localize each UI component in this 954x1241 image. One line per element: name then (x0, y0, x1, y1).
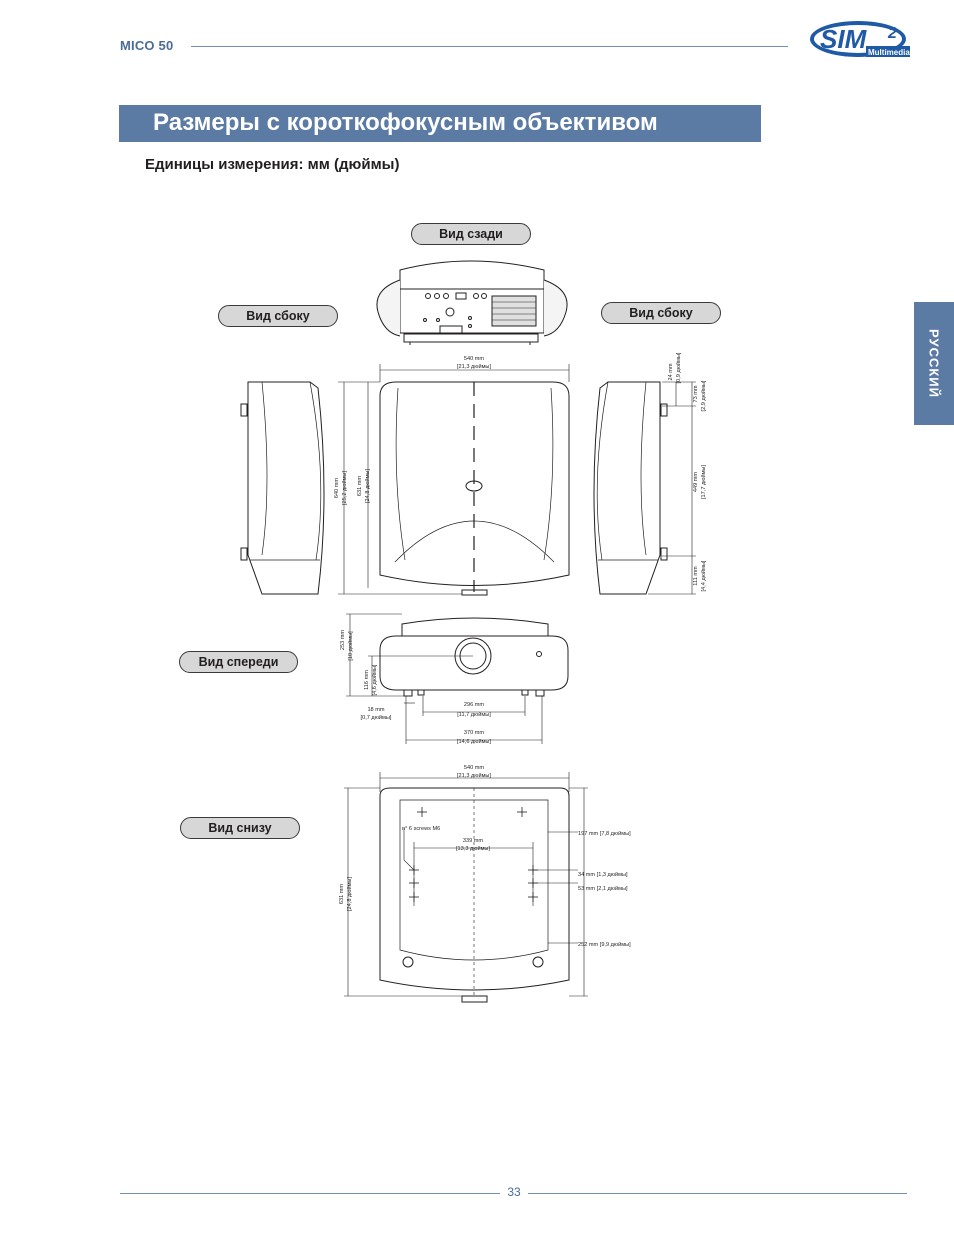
dim-feet-span-mm: 296 mm (464, 702, 485, 708)
bottom-view-label: Вид снизу (180, 817, 300, 839)
footer-divider-left (120, 1193, 500, 1194)
rear-view-drawing (376, 260, 568, 345)
dim-r3-mm: 449 mm (693, 472, 699, 493)
header-model-name: MICO 50 (120, 38, 174, 53)
dim-top-width-mm: 540 mm (464, 356, 485, 362)
front-view-label: Вид спереди (179, 651, 298, 673)
page-number: 33 (500, 1185, 528, 1199)
dim-lens-height-mm: 116 mm (364, 670, 370, 690)
dim-left-height-mm: 640 mm (334, 478, 340, 499)
logo-subtext: Multimedia (868, 48, 910, 57)
side-view-right-label: Вид сбоку (601, 302, 721, 324)
dim-b4: 252 mm [9,9 дюймы] (578, 941, 631, 948)
front-view-drawing (379, 617, 569, 697)
dim-depth-mm: 631 mm (357, 476, 363, 497)
dim-r2-in: [2,9 дюймы] (700, 380, 707, 411)
dim-screws: n° 6 screws M6 (402, 826, 440, 832)
dim-bottom-depth-in: [24,8 дюймы] (346, 877, 353, 911)
dim-left-height-in: [25,2 дюймы] (341, 471, 348, 505)
bottom-view-drawing (379, 787, 570, 1003)
dim-b3: 53 mm [2,1 дюймы] (578, 885, 628, 892)
dim-outer-feet-mm: 370 mm (464, 730, 485, 736)
right-side-view-drawing (593, 381, 668, 595)
dim-depth-in: [24,8 дюймы] (364, 469, 371, 503)
dim-lens-height-in: [4,6 дюймы] (371, 664, 378, 695)
dim-r3-in: [17,7 дюймы] (700, 465, 707, 499)
dim-bottom-depth-mm: 631 mm (339, 884, 345, 905)
footer-divider-right (528, 1193, 907, 1194)
dim-outer-feet-in: [14,6 дюймы] (457, 738, 491, 745)
dim-b2: 34 mm [1,3 дюймы] (578, 871, 628, 878)
dim-foot-in: [0,7 дюймы] (361, 714, 392, 721)
dim-r1-in: [0,9 дюймы] (675, 352, 682, 383)
side-view-left-label: Вид сбоку (218, 305, 338, 327)
dimension-lines (338, 364, 696, 997)
logo-number: 2 (887, 25, 897, 42)
dim-foot-mm: 18 mm (367, 707, 384, 713)
logo-letters: SIM (820, 24, 868, 54)
dim-bottom-width-in: [21,3 дюймы] (457, 772, 491, 779)
dimension-labels: 540 mm [21,3 дюймы] 640 mm [25,2 дюймы] … (334, 352, 707, 948)
language-tab (914, 302, 954, 425)
dim-top-width-in: [21,3 дюймы] (457, 363, 491, 370)
title-bar (119, 105, 761, 142)
dim-feet-span-in: [11,7 дюймы] (457, 711, 491, 718)
page-title: Размеры с короткофокусным объективом (153, 109, 658, 136)
rear-view-label: Вид сзади (411, 223, 531, 245)
dim-screw-span-in: [13,3 дюймы] (456, 845, 490, 852)
sim2-logo: SIM 2 Multimedia (810, 21, 910, 57)
top-view-drawing (379, 381, 570, 596)
dim-front-height-in: [10 дюймы] (347, 631, 354, 661)
dim-screw-span-mm: 339 mm (463, 838, 484, 844)
language-tab-label: РУССКИЙ (926, 329, 942, 398)
header-divider (191, 46, 788, 47)
left-side-view-drawing (240, 381, 325, 595)
dim-r2-mm: 73 mm (693, 385, 699, 402)
dim-r4-mm: 111 mm (693, 566, 699, 586)
dim-r4-in: [4,4 дюймы] (700, 560, 707, 591)
dim-bottom-width-mm: 540 mm (464, 765, 485, 771)
units-subtitle: Единицы измерения: мм (дюймы) (145, 156, 400, 173)
dim-b1: 197 mm [7,8 дюймы] (578, 830, 631, 837)
dim-front-height-mm: 253 mm (340, 630, 346, 651)
dim-r1-mm: 24 mm (668, 363, 674, 380)
